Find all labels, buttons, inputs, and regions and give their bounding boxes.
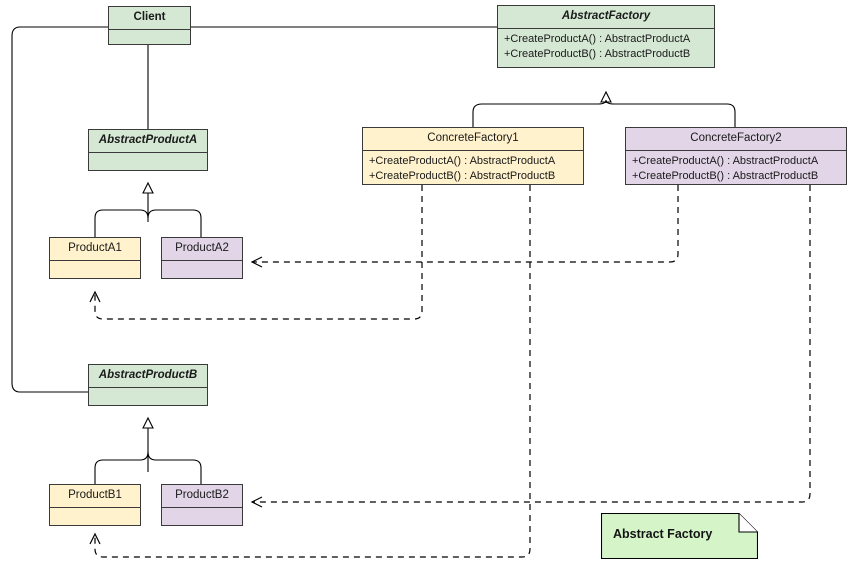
class-members-concretefactory2: +CreateProductA() : AbstractProductA +Cr…: [626, 151, 846, 187]
class-members-client: [109, 30, 190, 52]
edge-gen-productb2-branch: [147, 451, 202, 485]
edge-gen-producta1-branch: [94, 209, 149, 237]
edge-dep-factory2-productb2: [250, 185, 811, 508]
class-title-producta1: ProductA1: [50, 238, 140, 261]
class-box-productb2[interactable]: ProductB2: [161, 484, 243, 526]
class-box-productb1[interactable]: ProductB1: [49, 484, 141, 526]
note-shape-icon: [600, 512, 759, 560]
class-box-abstractfactory[interactable]: AbstractFactory +CreateProductA() : Abst…: [497, 5, 715, 68]
class-box-producta2[interactable]: ProductA2: [161, 237, 243, 279]
class-member: +CreateProductA() : AbstractProductA: [632, 154, 819, 167]
class-member: +CreateProductB() : AbstractProductB: [632, 169, 819, 182]
edge-client-abstractproductb: [11, 26, 108, 393]
note-abstract-factory[interactable]: Abstract Factory: [600, 512, 759, 560]
edge-gen-factories-branch: [472, 99, 607, 128]
class-title-producta2: ProductA2: [162, 238, 242, 261]
edge-dep-factory2-producta2: [250, 185, 679, 268]
class-title-concretefactory1: ConcreteFactory1: [363, 128, 583, 151]
class-title-abstractproductb: AbstractProductB: [89, 365, 207, 388]
class-title-client: Client: [109, 7, 190, 30]
class-members-producta1: [50, 261, 140, 283]
class-box-concretefactory2[interactable]: ConcreteFactory2 +CreateProductA() : Abs…: [625, 127, 847, 185]
class-box-producta1[interactable]: ProductA1: [49, 237, 141, 279]
class-title-productb2: ProductB2: [162, 485, 242, 508]
class-members-concretefactory1: +CreateProductA() : AbstractProductA +Cr…: [363, 151, 583, 187]
class-title-abstractproducta: AbstractProductA: [89, 130, 207, 153]
class-member: +CreateProductA() : AbstractProductA: [504, 32, 691, 45]
class-members-abstractfactory: +CreateProductA() : AbstractProductA +Cr…: [498, 29, 714, 65]
class-members-producta2: [162, 261, 242, 283]
edge-gen-producta2-branch: [147, 209, 202, 237]
class-box-abstractproductb[interactable]: AbstractProductB: [88, 364, 208, 406]
class-members-productb2: [162, 508, 242, 530]
class-member: +CreateProductA() : AbstractProductA: [369, 154, 556, 167]
edge-gen-factories-branch2: [605, 99, 736, 128]
class-title-concretefactory2: ConcreteFactory2: [626, 128, 846, 151]
class-members-abstractproducta: [89, 153, 207, 175]
class-member: +CreateProductB() : AbstractProductB: [369, 169, 556, 182]
class-box-client[interactable]: Client: [108, 6, 191, 45]
class-title-abstractfactory: AbstractFactory: [498, 6, 714, 29]
class-box-abstractproducta[interactable]: AbstractProductA: [88, 129, 208, 171]
edge-gen-productb1-branch: [94, 451, 149, 485]
class-members-abstractproductb: [89, 388, 207, 410]
class-members-productb1: [50, 508, 140, 530]
class-member: +CreateProductB() : AbstractProductB: [504, 47, 691, 60]
class-box-concretefactory1[interactable]: ConcreteFactory1 +CreateProductA() : Abs…: [362, 127, 584, 185]
note-label: Abstract Factory: [613, 527, 713, 541]
class-title-productb1: ProductB1: [50, 485, 140, 508]
edge-dep-factory1-producta1: [89, 185, 423, 320]
